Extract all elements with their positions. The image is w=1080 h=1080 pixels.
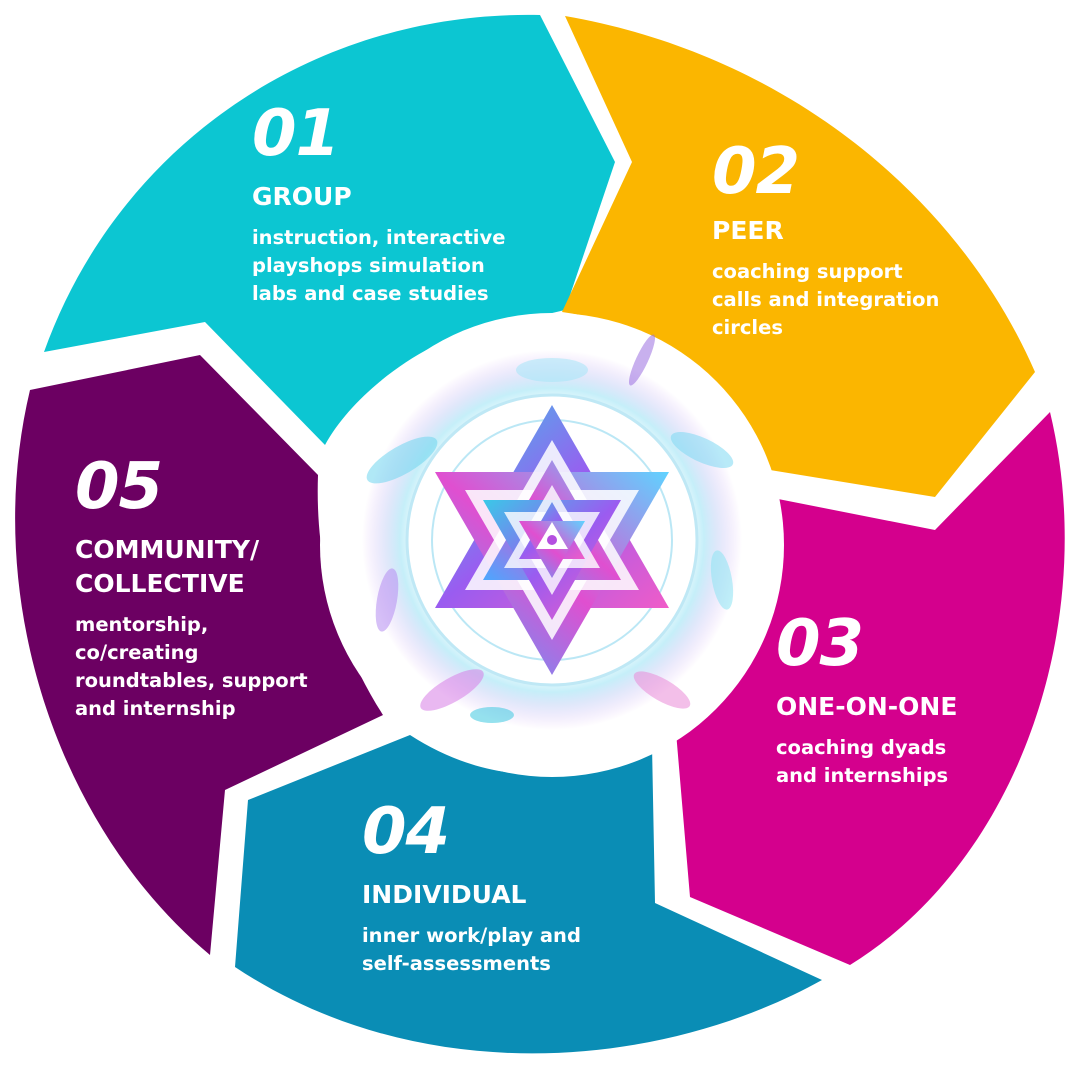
segment-community: 05 COMMUNITY/ COLLECTIVE mentorship, co/… [75, 455, 308, 724]
segment-group: 01 GROUP instruction, interactive playsh… [252, 102, 505, 309]
segment-number: 05 [75, 450, 163, 524]
segment-title: ONE-ON-ONE [776, 692, 958, 721]
segment-group-shape [44, 14, 615, 445]
segment-number: 01 [252, 97, 340, 171]
segment-one-on-one: 03 ONE-ON-ONE coaching dyads and interns… [776, 612, 957, 790]
segment-description: mentorship, co/creating roundtables, sup… [75, 612, 308, 721]
segment-description: coaching dyads and internships [776, 735, 949, 788]
segment-peer: 02 PEER coaching support calls and integ… [712, 140, 939, 343]
segment-description: coaching support calls and integration c… [712, 259, 940, 340]
segment-number: 02 [712, 135, 800, 209]
segment-number: 04 [362, 795, 450, 869]
segment-community-shape [15, 355, 383, 955]
segment-title: GROUP [252, 182, 352, 211]
segment-individual-shape [235, 735, 822, 1054]
segment-peer-shape [562, 16, 1035, 497]
sri-yantra-mandala-icon [362, 334, 742, 730]
segment-title: INDIVIDUAL [362, 880, 527, 909]
segment-title: PEER [712, 216, 784, 245]
segment-individual: 04 INDIVIDUAL inner work/play and self-a… [362, 800, 581, 978]
segment-description: instruction, interactive playshops simul… [252, 225, 506, 306]
segment-description: inner work/play and self-assessments [362, 923, 581, 976]
segment-number: 03 [776, 607, 864, 681]
segment-title: COMMUNITY/ COLLECTIVE [75, 535, 260, 598]
